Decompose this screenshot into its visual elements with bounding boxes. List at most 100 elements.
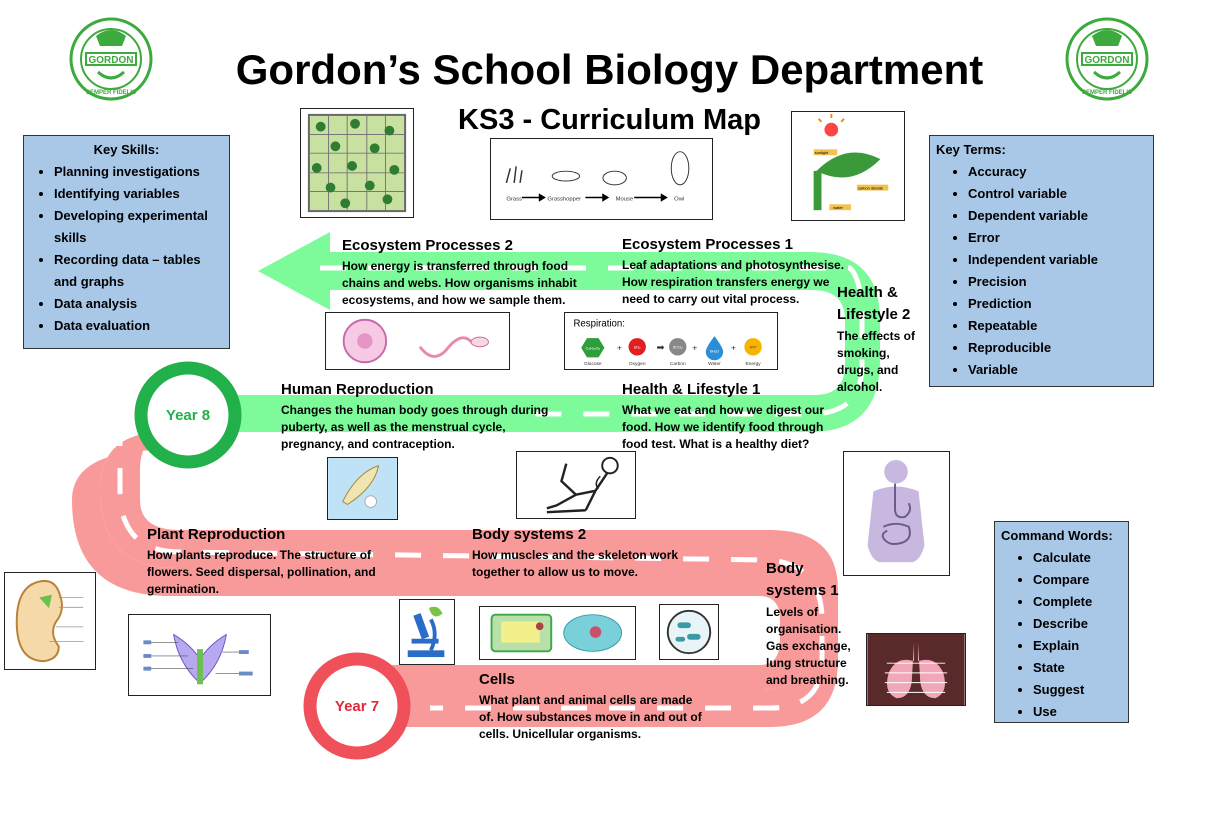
stage-body-systems-1: Body systems 1 Levels of organisation. G… bbox=[766, 558, 858, 689]
key-skills-heading: Key Skills: bbox=[93, 142, 160, 157]
seed-dispersal-icon bbox=[328, 458, 397, 519]
svg-text:Water: Water bbox=[708, 361, 721, 367]
stage-ecosystem-processes-2: Ecosystem Processes 2 How energy is tran… bbox=[342, 236, 592, 309]
stage-body-systems-2: Body systems 2 How muscles and the skele… bbox=[472, 525, 682, 581]
svg-text:GORDON: GORDON bbox=[89, 55, 134, 66]
list-item: Repeatable bbox=[968, 315, 1147, 337]
flower-structure-image bbox=[128, 614, 271, 696]
list-item: Dependent variable bbox=[968, 205, 1147, 227]
svg-text:water: water bbox=[833, 205, 843, 210]
list-item: Error bbox=[968, 227, 1147, 249]
stage-title: Health & Lifestyle 2 bbox=[837, 284, 911, 323]
svg-text:C₆H₁₂O₆: C₆H₁₂O₆ bbox=[586, 347, 601, 351]
stage-title: Body systems 2 bbox=[472, 526, 587, 543]
list-item: Prediction bbox=[968, 293, 1147, 315]
skeleton-icon bbox=[546, 456, 619, 514]
list-item: Accuracy bbox=[968, 161, 1147, 183]
stage-description: Leaf adaptations and photosynthesise. Ho… bbox=[622, 258, 845, 306]
list-item: Explain bbox=[1033, 635, 1122, 657]
food-chain-icon: Grass Grasshopper Mouse Owl bbox=[505, 151, 690, 202]
stage-title: Human Reproduction bbox=[281, 381, 434, 398]
svg-text:GORDON: GORDON bbox=[1085, 55, 1130, 66]
list-item: Precision bbox=[968, 271, 1147, 293]
skeleton-image bbox=[516, 451, 636, 519]
egg-sperm-image bbox=[325, 312, 510, 370]
list-item: Data evaluation bbox=[54, 315, 223, 337]
school-crest-left: GORDON SEMPER FIDELIS bbox=[68, 16, 154, 102]
lungs-image bbox=[866, 633, 966, 706]
svg-text:Energy: Energy bbox=[745, 361, 761, 367]
year8-ring: Year 8 bbox=[134, 361, 242, 469]
year8-label: Year 8 bbox=[166, 407, 210, 424]
stage-health-lifestyle-1: Health & Lifestyle 1 What we eat and how… bbox=[622, 380, 832, 453]
svg-text:sunlight: sunlight bbox=[815, 150, 829, 155]
quadrat-image bbox=[300, 108, 414, 218]
svg-text:6H₂O: 6H₂O bbox=[710, 350, 719, 354]
list-item: Use bbox=[1033, 701, 1122, 723]
stage-title: Body systems 1 bbox=[766, 560, 839, 599]
red-road bbox=[72, 380, 838, 727]
stage-description: How energy is transferred through food c… bbox=[342, 259, 577, 307]
respiration-icon: Respiration: + ➡ + + C₆H₁₂O₆ 6O₂ 6CO₂ 6H… bbox=[573, 319, 762, 367]
svg-text:Carbon: Carbon bbox=[670, 361, 686, 367]
list-item: Complete bbox=[1033, 591, 1122, 613]
road-markings bbox=[117, 265, 865, 711]
egg-sperm-icon bbox=[342, 318, 489, 364]
list-item: Reproducible bbox=[968, 337, 1147, 359]
list-item: Describe bbox=[1033, 613, 1122, 635]
svg-text:SEMPER FIDELIS: SEMPER FIDELIS bbox=[1082, 90, 1132, 96]
stage-plant-reproduction: Plant Reproduction How plants reproduce.… bbox=[147, 525, 392, 598]
list-item: Control variable bbox=[968, 183, 1147, 205]
key-terms-heading: Key Terms: bbox=[936, 142, 1006, 157]
list-item: Recording data – tables and graphs bbox=[54, 249, 223, 293]
svg-text:6CO₂: 6CO₂ bbox=[673, 346, 683, 350]
command-words-list: Calculate Compare Complete Describe Expl… bbox=[995, 547, 1128, 723]
svg-text:carbon dioxide: carbon dioxide bbox=[858, 186, 883, 191]
stage-description: How plants reproduce. The structure of f… bbox=[147, 548, 376, 596]
svg-text:Owl: Owl bbox=[674, 196, 684, 202]
svg-text:SEMPER FIDELIS: SEMPER FIDELIS bbox=[86, 90, 136, 96]
list-item: Data analysis bbox=[54, 293, 223, 315]
microscope-image bbox=[399, 599, 455, 665]
stage-title: Ecosystem Processes 1 bbox=[622, 236, 793, 253]
svg-text:Grasshopper: Grasshopper bbox=[547, 196, 581, 202]
bacteria-icon bbox=[666, 609, 712, 655]
stage-title: Ecosystem Processes 2 bbox=[342, 237, 513, 254]
stage-title: Cells bbox=[479, 671, 515, 688]
list-item: Variable bbox=[968, 359, 1147, 381]
command-words-heading: Command Words: bbox=[1001, 528, 1113, 543]
stage-ecosystem-processes-1: Ecosystem Processes 1 Leaf adaptations a… bbox=[622, 235, 857, 308]
list-item: Planning investigations bbox=[54, 161, 223, 183]
stage-cells: Cells What plant and animal cells are ma… bbox=[479, 670, 709, 743]
flower-icon bbox=[143, 633, 253, 685]
svg-text:Grass: Grass bbox=[506, 196, 522, 202]
food-chain-image: Grass Grasshopper Mouse Owl bbox=[490, 138, 713, 220]
svg-text:ATP: ATP bbox=[749, 346, 757, 350]
year7-ring: Year 7 bbox=[303, 652, 411, 760]
svg-text:+: + bbox=[731, 343, 736, 353]
svg-text:Respiration:: Respiration: bbox=[573, 319, 624, 330]
command-words-box: Command Words: Calculate Compare Complet… bbox=[994, 521, 1129, 723]
cells-image bbox=[479, 606, 636, 660]
digestive-system-icon bbox=[867, 460, 925, 563]
svg-text:➡: ➡ bbox=[657, 343, 666, 354]
stage-title: Health & Lifestyle 1 bbox=[622, 381, 761, 398]
key-skills-box: Key Skills: Planning investigations Iden… bbox=[23, 135, 230, 349]
respiration-image: Respiration: + ➡ + + C₆H₁₂O₆ 6O₂ 6CO₂ 6H… bbox=[564, 312, 778, 370]
svg-text:Glucose: Glucose bbox=[584, 361, 602, 367]
svg-text:+: + bbox=[617, 343, 622, 353]
svg-text:Oxygen: Oxygen bbox=[629, 361, 646, 367]
list-item: Calculate bbox=[1033, 547, 1122, 569]
digestive-system-image bbox=[843, 451, 950, 576]
crest-icon: GORDON SEMPER FIDELIS bbox=[69, 17, 153, 101]
svg-text:+: + bbox=[692, 343, 697, 353]
quadrat-icon bbox=[307, 113, 407, 213]
seed-icon bbox=[15, 579, 84, 663]
stage-description: What plant and animal cells are made of.… bbox=[479, 693, 702, 741]
bacteria-image bbox=[659, 604, 719, 660]
stage-description: What we eat and how we digest our food. … bbox=[622, 403, 825, 451]
page-title: Gordon’s School Biology Department bbox=[235, 46, 984, 93]
svg-text:6O₂: 6O₂ bbox=[634, 346, 641, 350]
list-item: Identifying variables bbox=[54, 183, 223, 205]
